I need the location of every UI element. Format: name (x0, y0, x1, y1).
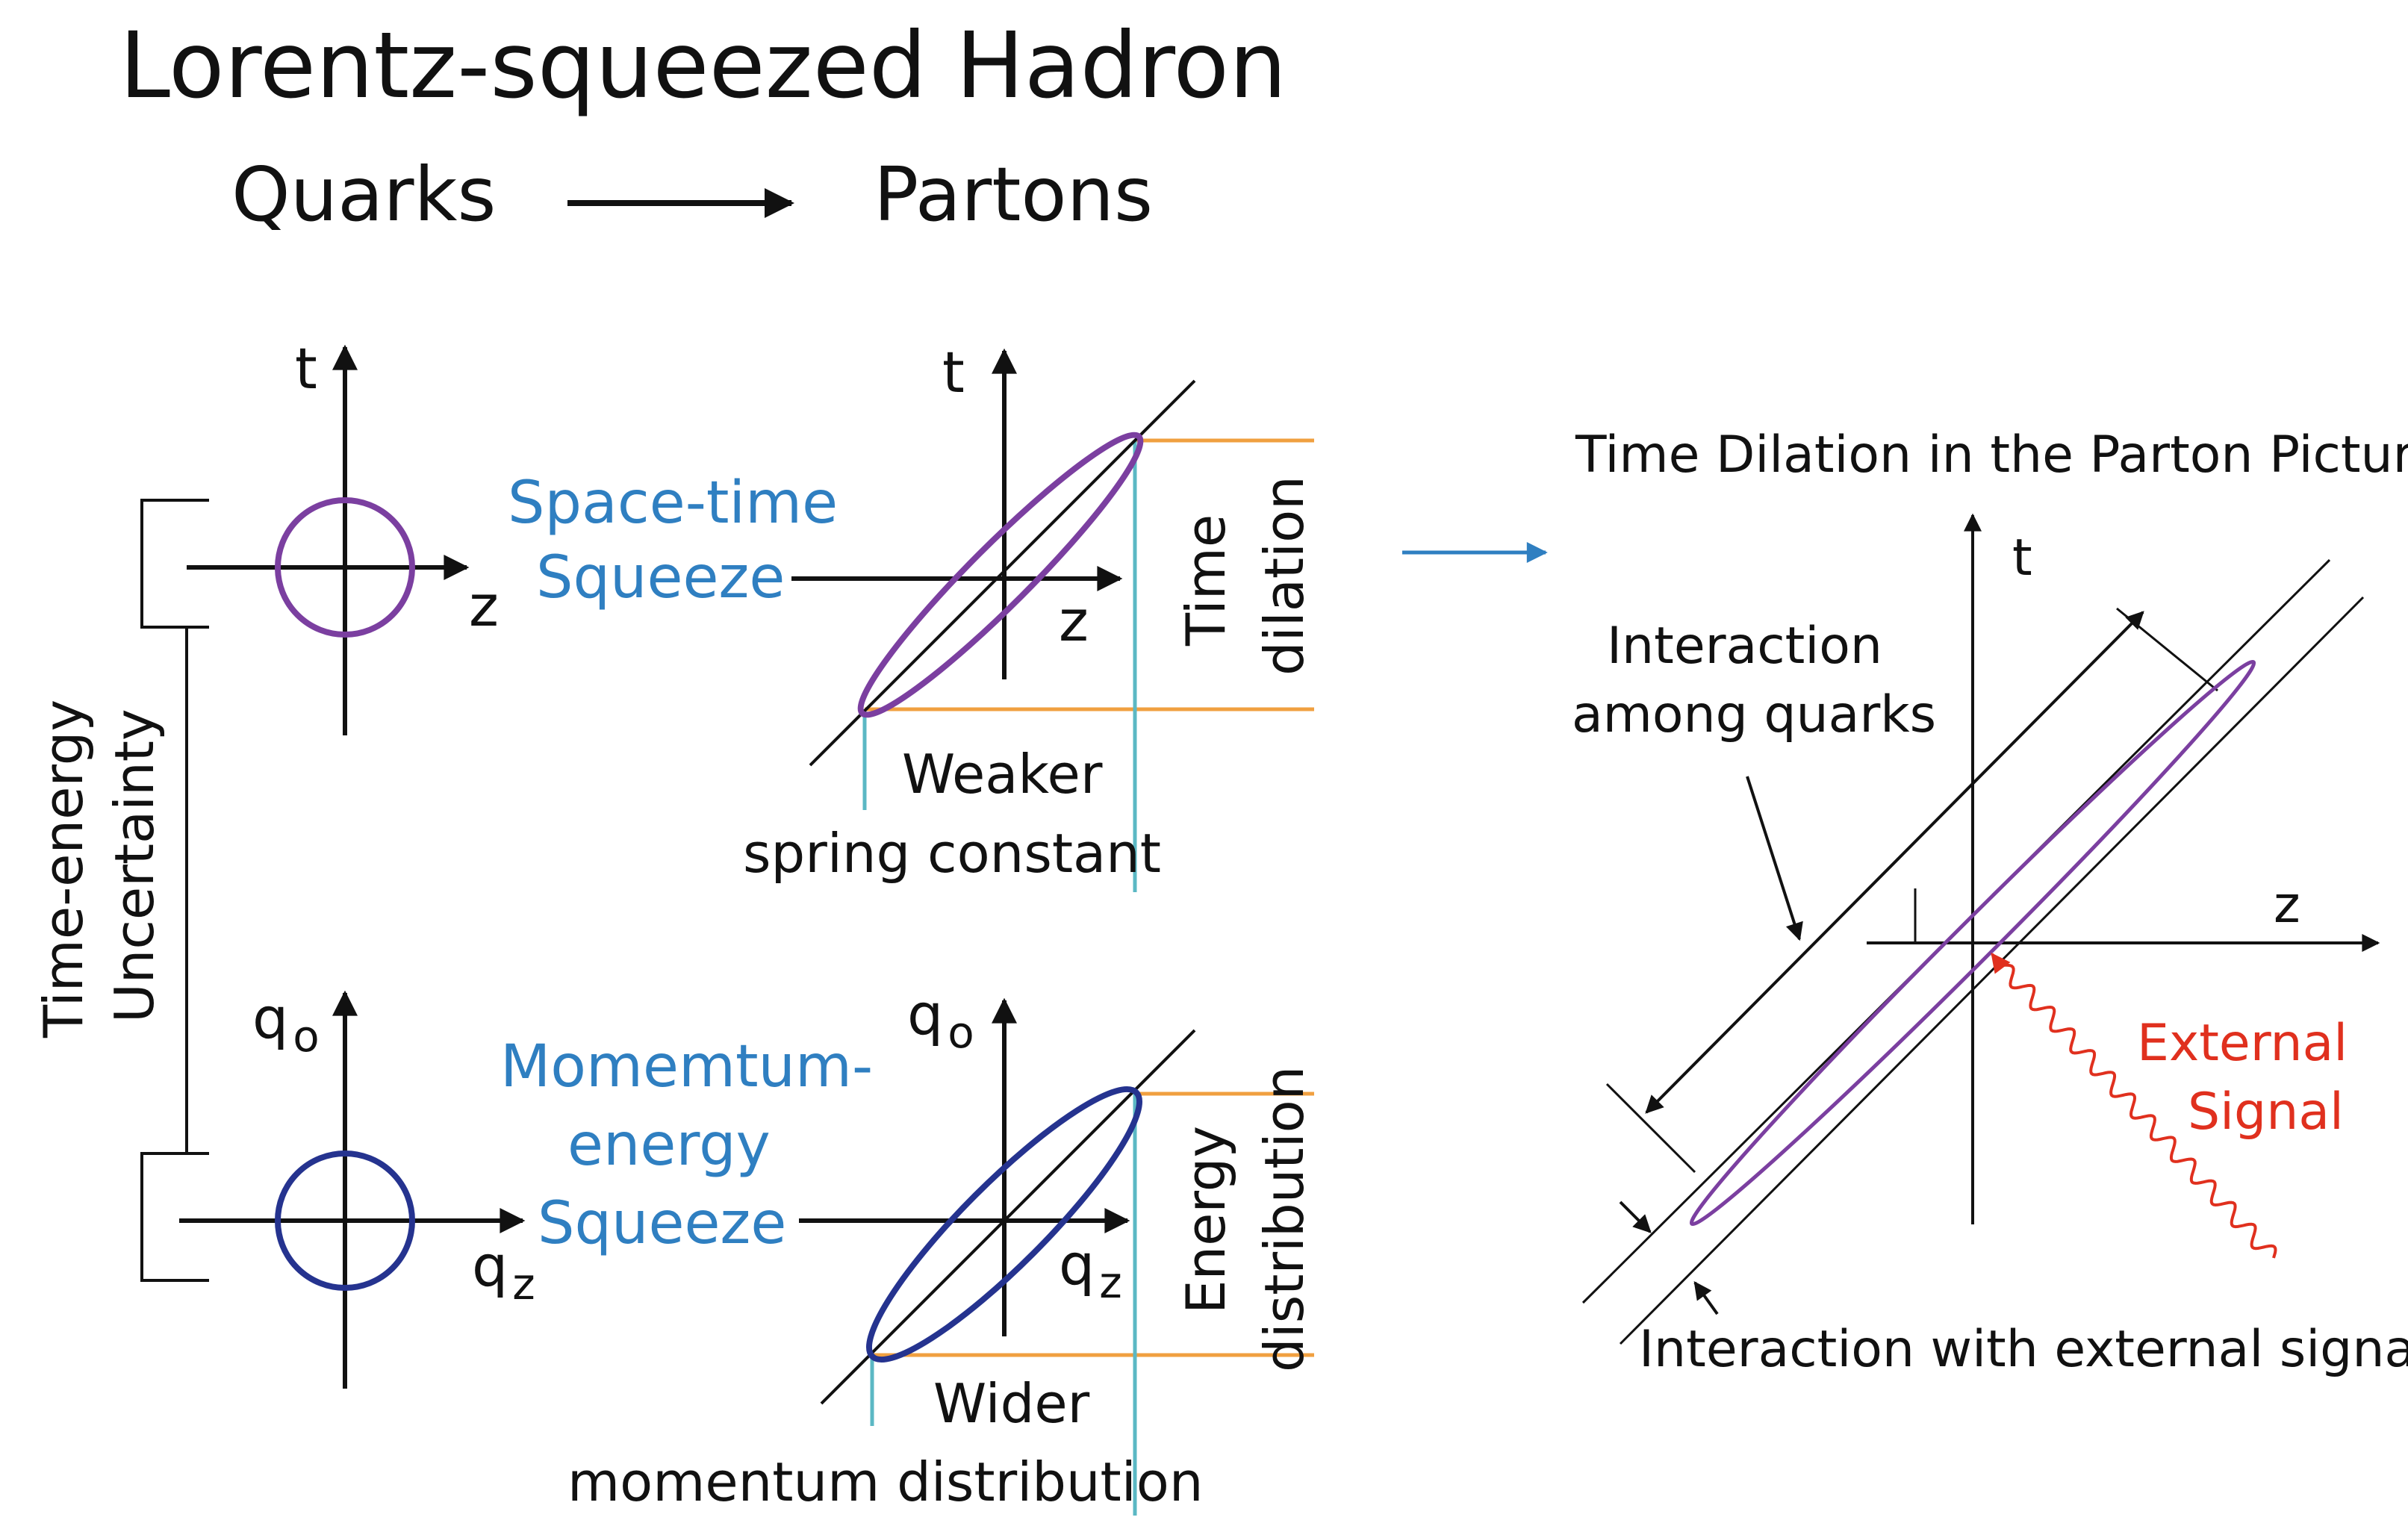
time-dilation-label-1: Time (1175, 514, 1237, 647)
energy-label-2: distribution (1253, 1066, 1316, 1372)
wider-label-2: momentum distribution (567, 1451, 1203, 1513)
bm-label-qz-sub: z (1099, 1257, 1121, 1308)
rp-pointer-external-interaction (1693, 1281, 1719, 1315)
rp-ellipse (1689, 659, 2256, 1227)
energy-label-1: Energy (1175, 1126, 1237, 1314)
bm-label-q0-base: q (907, 981, 943, 1047)
time-dilation-label-2: dilation (1253, 476, 1316, 676)
rp-bracket-top (2116, 607, 2218, 692)
space-time-label-2: Squeeze (536, 544, 785, 611)
momentum-label-1: Momemtum- (500, 1033, 873, 1100)
momentum-label-2: energy (567, 1112, 771, 1179)
right-panel-title: Time Dilation in the Parton Picture (1575, 426, 2408, 485)
side-label-line2: Uncertainty (103, 709, 166, 1023)
rp-label-t: t (2012, 529, 2032, 588)
tl-label-z: z (469, 573, 499, 639)
tl-label-t: t (295, 335, 317, 402)
tm-label-z: z (1059, 588, 1089, 654)
side-label-line1: Time-energy (32, 700, 95, 1038)
interaction-label-2: among quarks (1572, 685, 1936, 744)
bm-diagonal (820, 1029, 1196, 1405)
bm-label-q0-sub: o (948, 1007, 974, 1058)
interaction-label-1: Interaction (1607, 617, 1882, 676)
external-signal-label-1: External (2137, 1014, 2348, 1073)
top-left-plot: t z (187, 335, 499, 735)
header-partons: Partons (874, 151, 1153, 238)
tm-diagonal (809, 379, 1196, 767)
weaker-label-1: Weaker (902, 743, 1103, 806)
space-time-label-1: Space-time (508, 470, 838, 537)
tm-label-t: t (942, 339, 965, 405)
uncertainty-bracket (140, 499, 209, 1282)
rp-label-z: z (2274, 876, 2300, 935)
bl-label-qz-sub: z (512, 1259, 535, 1310)
rp-pointer-interaction (1746, 776, 1803, 941)
rp-external-signal-wave (1991, 952, 2277, 1259)
header-quarks: Quarks (231, 151, 497, 238)
bm-label-qz-base: q (1059, 1231, 1095, 1298)
rp-bracket-bottom (1605, 1083, 1696, 1174)
rp-width-tick-arrow (1619, 1201, 1652, 1233)
tm-ellipse (857, 432, 1144, 718)
bm-ellipse (865, 1086, 1143, 1363)
bl-circle (275, 1150, 415, 1291)
external-interaction-label: Interaction with external signal (1639, 1320, 2408, 1379)
top-mid-plot: t z (791, 339, 1314, 892)
right-panel-plot: t z (1581, 513, 2380, 1345)
bl-label-q0-sub: o (293, 1011, 320, 1062)
tl-circle (275, 497, 415, 638)
momentum-label-3: Squeeze (538, 1190, 786, 1257)
wider-label-1: Wider (933, 1372, 1090, 1435)
external-signal-label-2: Signal (2188, 1083, 2344, 1142)
bl-label-qz-base: q (472, 1233, 508, 1299)
weaker-label-2: spring constant (743, 822, 1161, 885)
rp-length-arrow (1645, 611, 2144, 1114)
bl-label-q0-base: q (252, 985, 288, 1051)
diagram-title: Lorentz-squeezed Hadron (119, 13, 1287, 119)
